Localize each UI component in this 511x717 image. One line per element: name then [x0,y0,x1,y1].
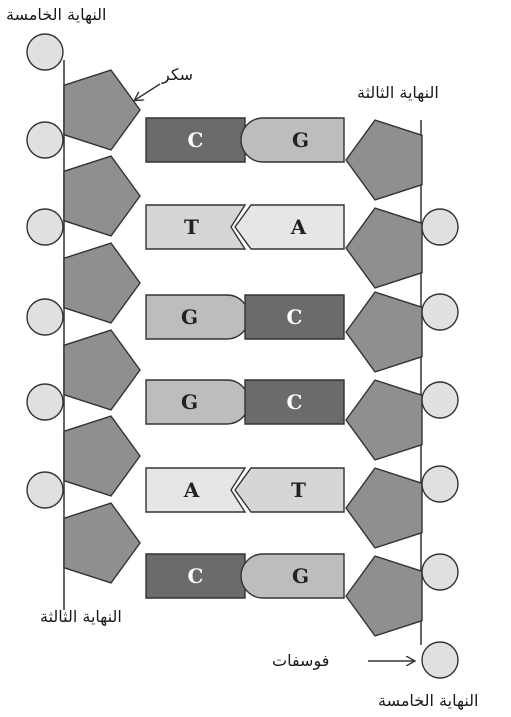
three-prime-top-label: النهاية الثالثة [357,83,439,103]
base-right-letter: A [290,215,307,239]
right-phosphate-circle [421,553,459,591]
base-left-letter: C [188,128,204,152]
left-phosphate-circle [26,383,64,421]
sugar-arrow [135,83,161,100]
base-left-letter: G [181,305,198,329]
base-left-shape [145,467,247,513]
right-sugar-pentagon [345,555,423,637]
left-sugar-pentagon [63,155,141,237]
base-left-shape [145,117,246,163]
left-sugar-pentagon [63,242,141,324]
base-right-shape [244,294,345,340]
left-sugar-pentagon [63,415,141,497]
base-left-letter: A [183,478,200,502]
sugar-label: سكر [161,65,193,85]
base-right-shape [240,117,345,163]
left-sugar-pentagon [63,329,141,411]
right-sugar-pentagon [345,379,423,461]
five-prime-bottom-label: النهاية الخامسة [378,691,478,711]
base-right-letter: G [292,564,309,588]
left-phosphate-circle [26,208,64,246]
left-sugar-pentagon [63,69,141,151]
base-right-shape [240,553,345,599]
base-right-letter: C [287,390,303,414]
right-phosphate-circle [421,208,459,246]
right-phosphate-circle [421,381,459,419]
left-backbone [26,33,141,610]
five-prime-top-label: النهاية الخامسة [6,5,106,25]
base-right-shape [234,467,345,513]
left-phosphate-circle [26,298,64,336]
base-left-letter: G [181,390,198,414]
phosphate-label: فوسفات [272,651,329,671]
sugar-label-group [135,83,161,100]
base-left-letter: C [188,564,204,588]
right-sugar-pentagon [345,207,423,289]
right-phosphate-circle [421,465,459,503]
three-prime-bottom-label: النهاية الثالثة [40,607,122,627]
base-left-shape [145,204,247,250]
base-left-letter: T [184,215,199,239]
right-sugar-pentagon [345,291,423,373]
right-sugar-pentagon [345,119,423,201]
right-phosphate-circle [421,293,459,331]
left-phosphate-circle [26,33,64,71]
base-left-shape [145,553,246,599]
left-phosphate-circle [26,471,64,509]
base-right-letter: T [291,478,306,502]
base-right-shape [244,379,345,425]
base-right-letter: C [287,305,303,329]
left-phosphate-circle [26,121,64,159]
left-sugar-pentagon [63,502,141,584]
right-backbone [345,119,459,679]
right-phosphate-circle [421,641,459,679]
base-right-letter: G [292,128,309,152]
right-sugar-pentagon [345,467,423,549]
base-right-shape [234,204,345,250]
